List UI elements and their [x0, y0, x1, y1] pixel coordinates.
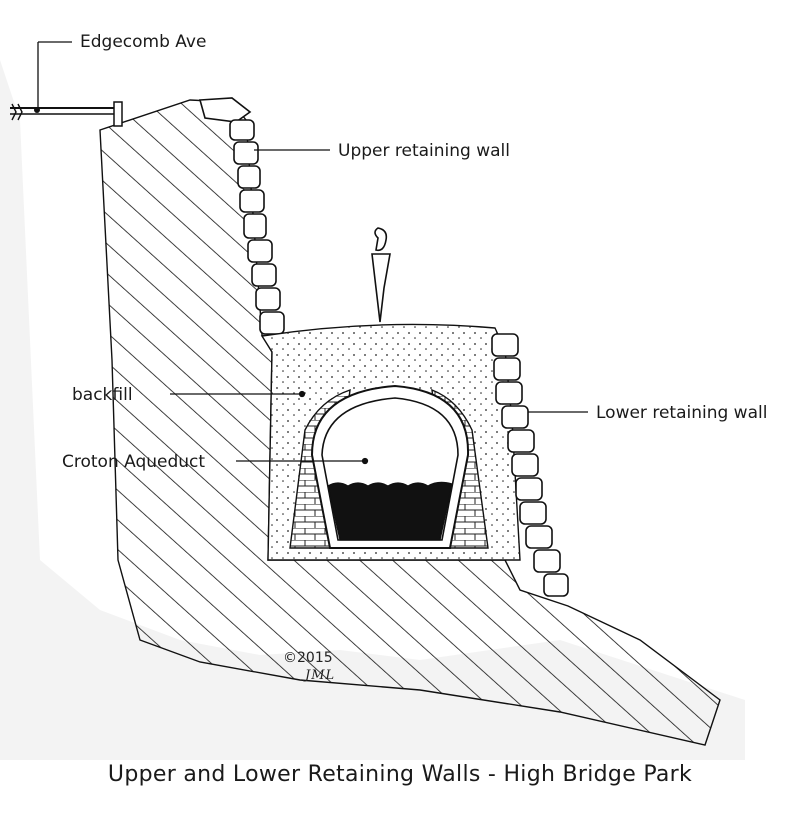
copyright-notice: ©2015 [283, 650, 333, 666]
upper-retaining-wall-label: Upper retaining wall [338, 141, 510, 161]
croton-aqueduct-label: Croton Aqueduct [62, 452, 206, 472]
diagram-caption: Upper and Lower Retaining Walls - High B… [107, 762, 693, 787]
edgecomb-ave-label: Edgecomb Ave [80, 32, 207, 52]
artist-signature: JML [305, 668, 336, 683]
lower-retaining-wall [491, 333, 569, 597]
street-surface [10, 101, 123, 127]
aqueduct-water [327, 481, 453, 541]
backfill-label: backfill [72, 385, 133, 405]
upper-retaining-wall [198, 97, 285, 335]
leader-lines [37, 41, 588, 465]
lower-retaining-wall-label: Lower retaining wall [596, 403, 768, 423]
person-figure [371, 227, 391, 323]
